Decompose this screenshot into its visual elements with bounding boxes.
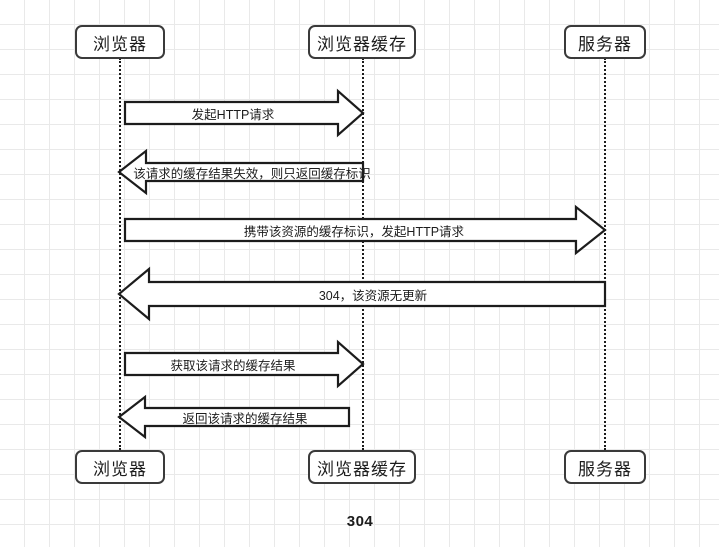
lifeline-server xyxy=(604,58,606,450)
block-arrow-right-shape xyxy=(123,88,365,138)
message-arrow-1[interactable]: 发起HTTP请求 xyxy=(123,88,365,138)
participant-label: 浏览器缓存 xyxy=(317,459,407,479)
message-arrow-2[interactable]: 该请求的缓存结果失效，则只返回缓存标识 xyxy=(117,148,371,196)
message-arrow-3[interactable]: 携带该资源的缓存标识，发起HTTP请求 xyxy=(123,204,607,256)
diagram-caption: 304 xyxy=(346,513,374,530)
block-arrow-right-shape xyxy=(123,204,607,256)
participant-box-browser-cache-bottom[interactable]: 浏览器缓存 xyxy=(308,450,416,484)
participant-label: 浏览器 xyxy=(93,459,147,479)
participant-label: 浏览器 xyxy=(93,34,147,54)
participant-label: 服务器 xyxy=(578,34,632,54)
participant-label: 浏览器缓存 xyxy=(317,34,407,54)
participant-label: 服务器 xyxy=(578,459,632,479)
message-arrow-4[interactable]: 304，该资源无更新 xyxy=(117,266,607,322)
block-arrow-left-shape xyxy=(117,394,351,440)
lifeline-browser-cache xyxy=(362,58,364,450)
participant-box-browser-top[interactable]: 浏览器 xyxy=(75,25,165,59)
lifeline-browser xyxy=(119,58,121,450)
block-arrow-left-shape xyxy=(117,266,607,322)
participant-box-server-bottom[interactable]: 服务器 xyxy=(564,450,646,484)
message-arrow-6[interactable]: 返回该请求的缓存结果 xyxy=(117,394,351,440)
participant-box-browser-cache-top[interactable]: 浏览器缓存 xyxy=(308,25,416,59)
block-arrow-left-shape xyxy=(117,148,365,196)
message-arrow-5[interactable]: 获取该请求的缓存结果 xyxy=(123,339,365,389)
participant-box-browser-bottom[interactable]: 浏览器 xyxy=(75,450,165,484)
participant-box-server-top[interactable]: 服务器 xyxy=(564,25,646,59)
block-arrow-right-shape xyxy=(123,339,365,389)
